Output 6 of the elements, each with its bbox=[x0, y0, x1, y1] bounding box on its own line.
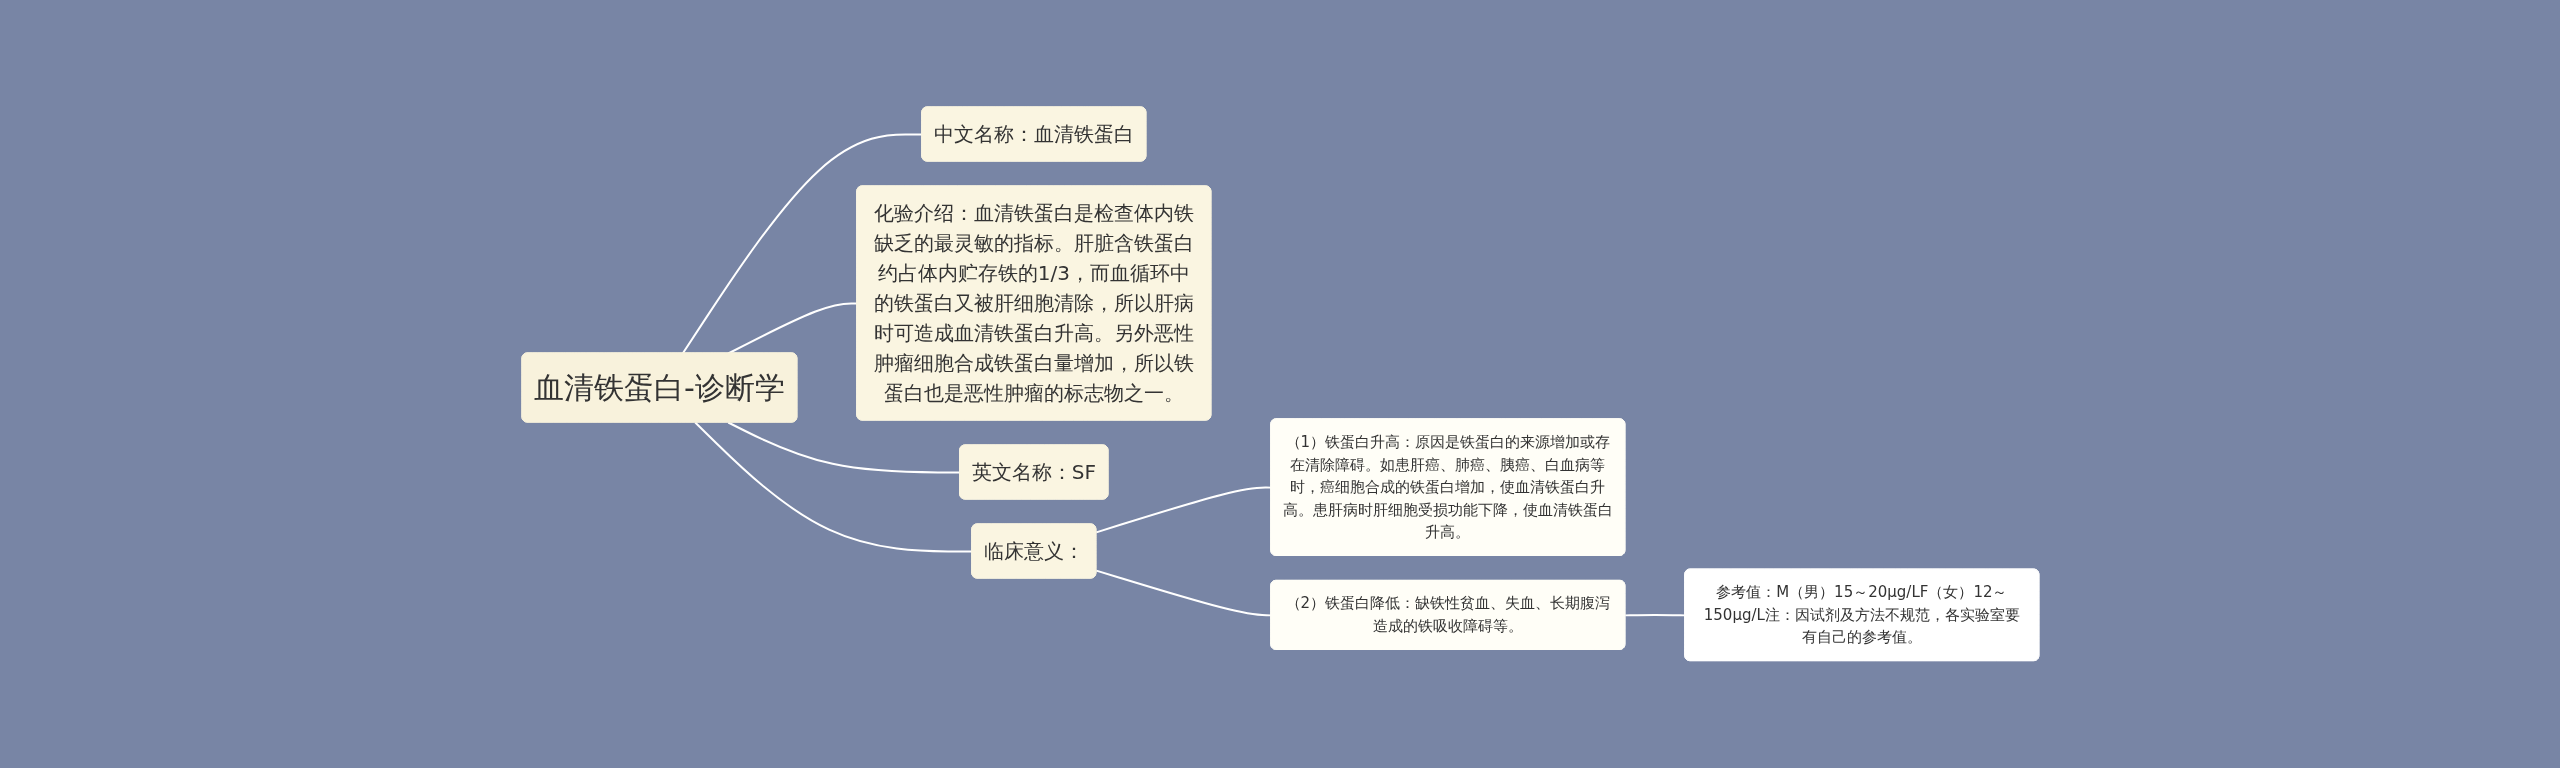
connector bbox=[1623, 614, 1686, 617]
connector bbox=[693, 421, 973, 553]
connector bbox=[1094, 486, 1272, 534]
connector bbox=[681, 133, 923, 355]
connector bbox=[1094, 569, 1272, 617]
connector bbox=[726, 421, 961, 474]
